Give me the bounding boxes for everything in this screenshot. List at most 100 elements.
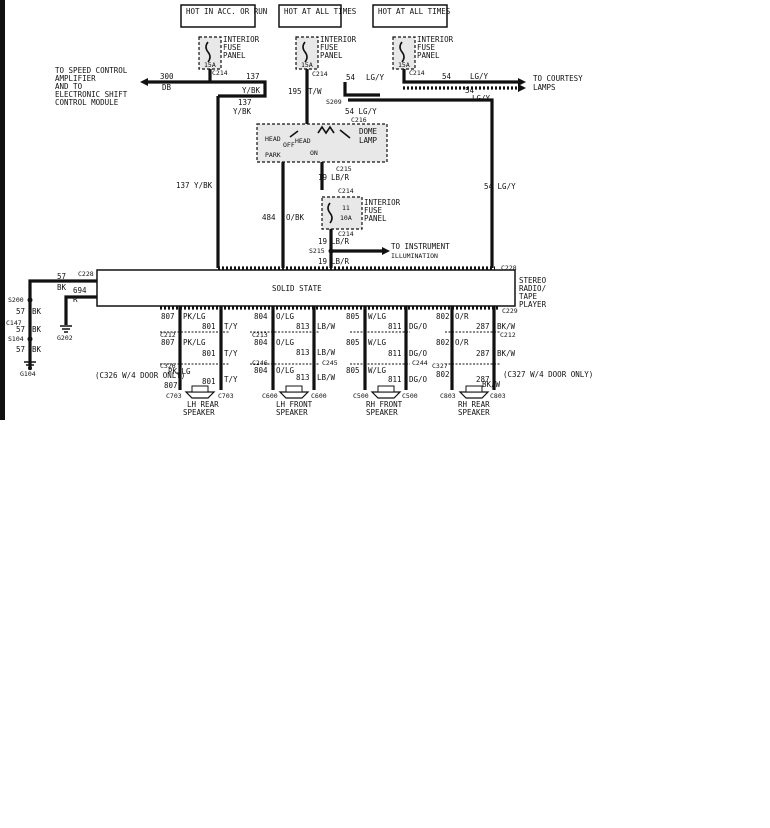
left-border	[0, 0, 5, 420]
hot-acc-line1: HOT IN ACC. OR RUN	[186, 7, 267, 16]
svg-text:BK/W: BK/W	[497, 349, 516, 358]
w54a-color: LG/Y	[366, 73, 385, 82]
radio-module: SOLID STATE	[96, 269, 516, 307]
svg-text:802: 802	[436, 312, 450, 321]
header-box-hot-all-1: HOT AT ALL TIMES	[278, 4, 357, 28]
w19a-color: LB/R	[331, 173, 350, 182]
arrow-courtesy-2	[518, 84, 526, 92]
speed-control-l4: ELECTRONIC SHIFT	[55, 90, 128, 99]
w694-color: R	[73, 295, 78, 304]
gc-6: BK	[32, 345, 42, 354]
svg-text:807: 807	[161, 338, 175, 347]
svg-text:C600: C600	[262, 392, 278, 400]
ground-g202-icon	[60, 325, 72, 333]
fuse4-label-fuse: FUSE	[364, 206, 383, 215]
fuse2-label-interior: INTERIOR	[320, 35, 357, 44]
dome-lamp-filament	[317, 125, 335, 135]
c326-note: (C326 W/4 DOOR ONLY)	[95, 371, 185, 380]
svg-text:804: 804	[254, 366, 268, 375]
svg-text:804: 804	[254, 312, 268, 321]
svg-text:801: 801	[202, 377, 216, 386]
c245-label: C245	[322, 359, 338, 367]
c214e-label: C214	[338, 230, 354, 238]
svg-text:801: 801	[202, 322, 216, 331]
svg-text:O/LG: O/LG	[276, 338, 295, 347]
w54e-label: 54 LG/Y	[484, 182, 516, 191]
hot-all-2-line: HOT AT ALL TIMES	[378, 7, 451, 16]
instrument-l1: TO INSTRUMENT	[391, 242, 450, 251]
c147-label: C147	[6, 319, 22, 327]
c327-label: C327	[432, 362, 448, 370]
rh-front-label-2: SPEAKER	[366, 408, 398, 417]
stereo-l1: STEREO	[519, 276, 547, 285]
svg-text:287: 287	[476, 322, 490, 331]
svg-text:802: 802	[436, 338, 450, 347]
fuse3-label-interior: INTERIOR	[417, 35, 454, 44]
lh-rear-label-2: SPEAKER	[183, 408, 215, 417]
svg-text:C803: C803	[440, 392, 456, 400]
dome-switch-4: HEAD	[295, 137, 311, 145]
s200-label: S200	[8, 296, 24, 304]
w137a-color: Y/BK	[242, 86, 261, 95]
speaker-row-1: 807 PK/LG 801 T/Y 804 O/LG 813 LB/W 805 …	[161, 312, 516, 331]
svg-text:807: 807	[161, 312, 175, 321]
gc-4: BK	[32, 325, 42, 334]
fuse-panel-4: 11 10A INTERIOR FUSE PANEL	[321, 196, 401, 230]
svg-text:805: 805	[346, 366, 360, 375]
lh-rear-label-1: LH REAR	[187, 400, 219, 409]
svg-text:287: 287	[476, 349, 490, 358]
svg-text:287: 287	[476, 375, 490, 384]
w19b-num: 19	[318, 237, 327, 246]
svg-text:LB/W: LB/W	[317, 373, 336, 382]
c216-label: C216	[351, 116, 367, 124]
w57-color: BK	[57, 283, 67, 292]
svg-text:C703: C703	[166, 392, 182, 400]
w54a-num: 54	[346, 73, 356, 82]
wire-54-courtesy	[402, 69, 520, 84]
c228b-label: C228	[501, 264, 517, 272]
w300-color: DB	[162, 83, 172, 92]
svg-text:BK/W: BK/W	[497, 322, 516, 331]
fuse-panel-3: 15A INTERIOR FUSE PANEL	[392, 35, 454, 70]
svg-text:DG/O: DG/O	[409, 322, 428, 331]
svg-text:801: 801	[202, 349, 216, 358]
gc-1: 57	[16, 307, 25, 316]
c327-note: (C327 W/4 DOOR ONLY)	[503, 370, 593, 379]
speaker-rh-rear: C803 C803 RH REAR SPEAKER	[440, 385, 506, 417]
svg-text:813: 813	[296, 348, 310, 357]
w137a-num: 137	[246, 72, 260, 81]
w19c-color: LB/R	[331, 257, 350, 266]
fuse-panel-1: 15A INTERIOR FUSE PANEL	[198, 35, 260, 70]
svg-text:811: 811	[388, 322, 402, 331]
dome-switch-1: HEAD	[265, 135, 281, 143]
fuse3-label-panel: PANEL	[417, 51, 440, 60]
svg-text:802: 802	[436, 370, 450, 379]
svg-text:O/R: O/R	[455, 312, 469, 321]
s209-label: S209	[326, 98, 342, 106]
dome-switch-2: PARK	[265, 151, 281, 159]
row4-807: 807	[164, 381, 178, 390]
w57-num: 57	[57, 272, 66, 281]
arrow-speed-control	[140, 78, 148, 86]
speed-control-l3: AND TO	[55, 82, 83, 91]
w195-num: 195	[288, 87, 302, 96]
c229-label: C229	[502, 307, 518, 315]
arrow-courtesy-1	[518, 78, 526, 86]
stereo-l3: TAPE	[519, 292, 538, 301]
courtesy-l2: LAMPS	[533, 83, 556, 92]
c326-label: C326	[160, 362, 176, 370]
svg-text:O/R: O/R	[455, 338, 469, 347]
w694-num: 694	[73, 286, 87, 295]
rh-front-label-1: RH FRONT	[366, 400, 403, 409]
svg-text:C703: C703	[218, 392, 234, 400]
svg-text:O/LG: O/LG	[276, 366, 295, 375]
w19c-num: 19	[318, 257, 327, 266]
svg-text:811: 811	[388, 349, 402, 358]
s215-label: S215	[309, 247, 325, 255]
speaker-wires	[160, 306, 500, 390]
gc-3: 57	[16, 325, 25, 334]
svg-text:BK/W: BK/W	[482, 380, 501, 389]
wire-694	[64, 295, 97, 325]
c212b-label: C212	[500, 331, 516, 339]
svg-text:LB/W: LB/W	[317, 348, 336, 357]
